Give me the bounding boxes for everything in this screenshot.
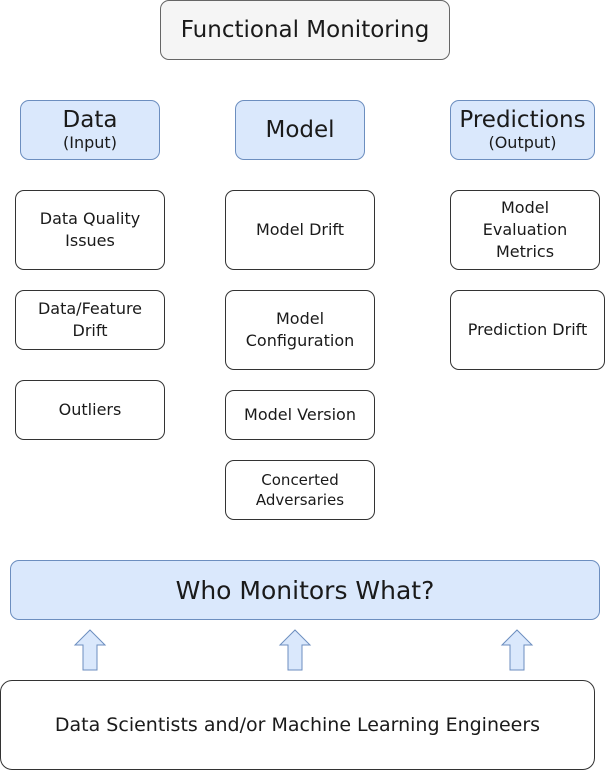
roles-box: Data Scientists and/or Machine Learning … xyxy=(0,680,595,770)
model-drift-box: Model Drift xyxy=(225,190,375,270)
predictions-header: Predictions (Output) xyxy=(450,100,595,160)
up-arrow-right xyxy=(500,629,534,671)
data-header-sub: (Input) xyxy=(63,133,117,152)
model-version-box: Model Version xyxy=(225,390,375,440)
item-label: Data Quality Issues xyxy=(39,209,141,250)
item-label: Model Evaluation Metrics xyxy=(482,198,568,261)
data-feature-drift-box: Data/Feature Drift xyxy=(15,290,165,350)
predictions-header-sub: (Output) xyxy=(488,133,557,152)
item-label: Outliers xyxy=(58,400,122,419)
item-label: Model Drift xyxy=(255,220,345,239)
title-text: Functional Monitoring xyxy=(180,17,430,43)
data-quality-issues-box: Data Quality Issues xyxy=(15,190,165,270)
functional-monitoring-title: Functional Monitoring xyxy=(160,0,450,60)
model-evaluation-metrics-box: Model Evaluation Metrics xyxy=(450,190,600,270)
who-monitors-banner: Who Monitors What? xyxy=(10,560,600,620)
up-arrow-center xyxy=(278,629,312,671)
concerted-adversaries-box: Concerted Adversaries xyxy=(225,460,375,520)
model-header: Model xyxy=(235,100,365,160)
predictions-header-label: Predictions xyxy=(459,107,586,133)
outliers-box: Outliers xyxy=(15,380,165,440)
model-header-label: Model xyxy=(265,117,335,143)
who-monitors-text: Who Monitors What? xyxy=(175,575,435,605)
data-header: Data (Input) xyxy=(20,100,160,160)
roles-text: Data Scientists and/or Machine Learning … xyxy=(54,714,541,736)
prediction-drift-box: Prediction Drift xyxy=(450,290,605,370)
item-label: Model Version xyxy=(244,405,356,424)
item-label: Concerted Adversaries xyxy=(255,471,345,509)
item-label: Prediction Drift xyxy=(467,320,588,339)
data-header-label: Data xyxy=(62,107,118,133)
item-label: Model Configuration xyxy=(245,309,355,350)
model-configuration-box: Model Configuration xyxy=(225,290,375,370)
item-label: Data/Feature Drift xyxy=(37,299,143,340)
up-arrow-left xyxy=(73,629,107,671)
